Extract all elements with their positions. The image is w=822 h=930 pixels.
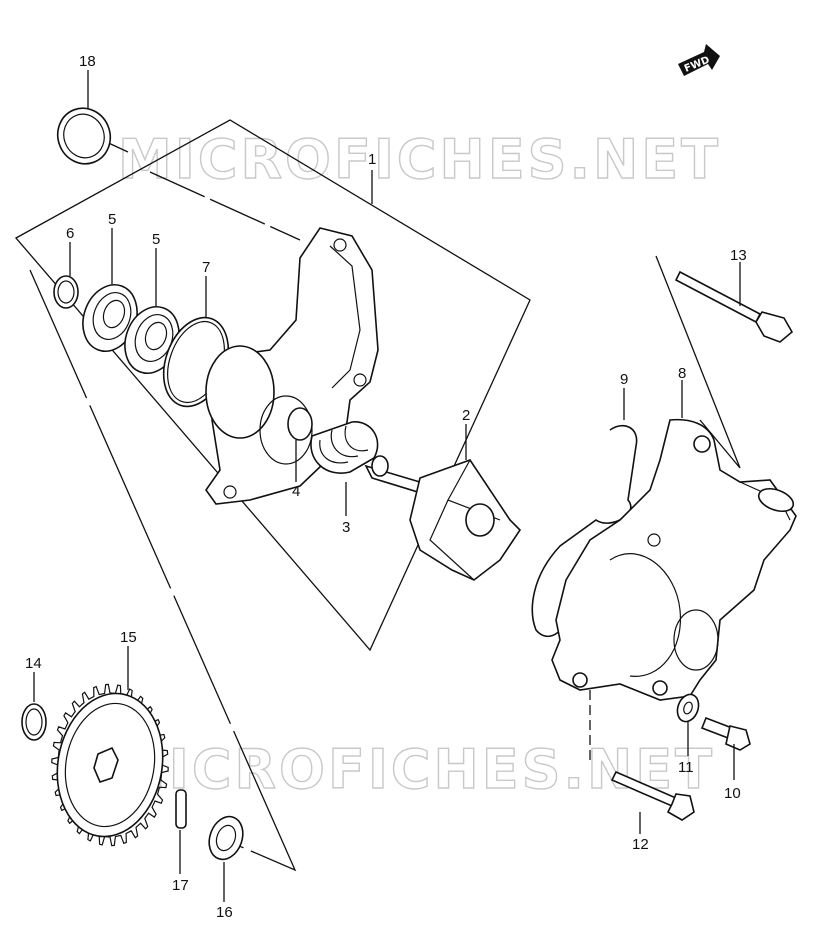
callout-18: 17 — [172, 877, 189, 894]
callout-17: 16 — [216, 904, 233, 921]
callout-10: 10 — [724, 785, 741, 802]
guide-line-right — [655, 255, 741, 469]
callout-9: 9 — [620, 371, 628, 388]
bolt-12 — [610, 770, 695, 821]
callout-5a: 5 — [108, 211, 116, 228]
pump-case-8 — [551, 418, 797, 701]
pin-18 — [175, 789, 187, 829]
impeller-2 — [364, 455, 522, 581]
callout-6: 6 — [66, 225, 74, 242]
assembly-outline — [14, 119, 531, 652]
circlip-6 — [53, 275, 79, 309]
callout-15: 14 — [25, 655, 42, 672]
fwd-arrow-badge: FWD — [678, 44, 720, 76]
callout-2: 2 — [462, 407, 470, 424]
callout-13: 13 — [730, 247, 747, 264]
callout-8: 8 — [678, 365, 686, 382]
guide-line-top — [149, 171, 301, 241]
callout-11: 11 — [678, 759, 694, 776]
callout-16: 15 — [120, 629, 137, 646]
leader-lines — [33, 70, 741, 902]
oring-14 — [56, 107, 112, 165]
callout-4: 4 — [292, 483, 300, 500]
washer-17 — [208, 815, 244, 861]
callout-1: 1 — [368, 151, 376, 168]
watermark-top: MICROFICHES.NET — [118, 128, 721, 191]
washer-11 — [676, 693, 700, 723]
circlip-15 — [21, 703, 47, 741]
mech-seal-3 — [310, 421, 379, 474]
watermark-bottom: MICROFICHES.NET — [112, 738, 715, 801]
guide-line-left — [29, 269, 297, 872]
callout-14: 18 — [79, 53, 96, 70]
callout-5b: 5 — [152, 231, 160, 248]
callout-labels: 18 1 2 3 4 5 5 6 7 8 9 10 11 12 13 14 15… — [25, 53, 747, 921]
callout-3: 3 — [342, 519, 350, 536]
gasket-9 — [531, 424, 638, 638]
bolt-10 — [700, 716, 751, 751]
callout-7: 7 — [202, 259, 210, 276]
gear-16 — [51, 683, 169, 847]
bolt-13 — [674, 270, 794, 343]
callout-12: 12 — [632, 836, 649, 853]
